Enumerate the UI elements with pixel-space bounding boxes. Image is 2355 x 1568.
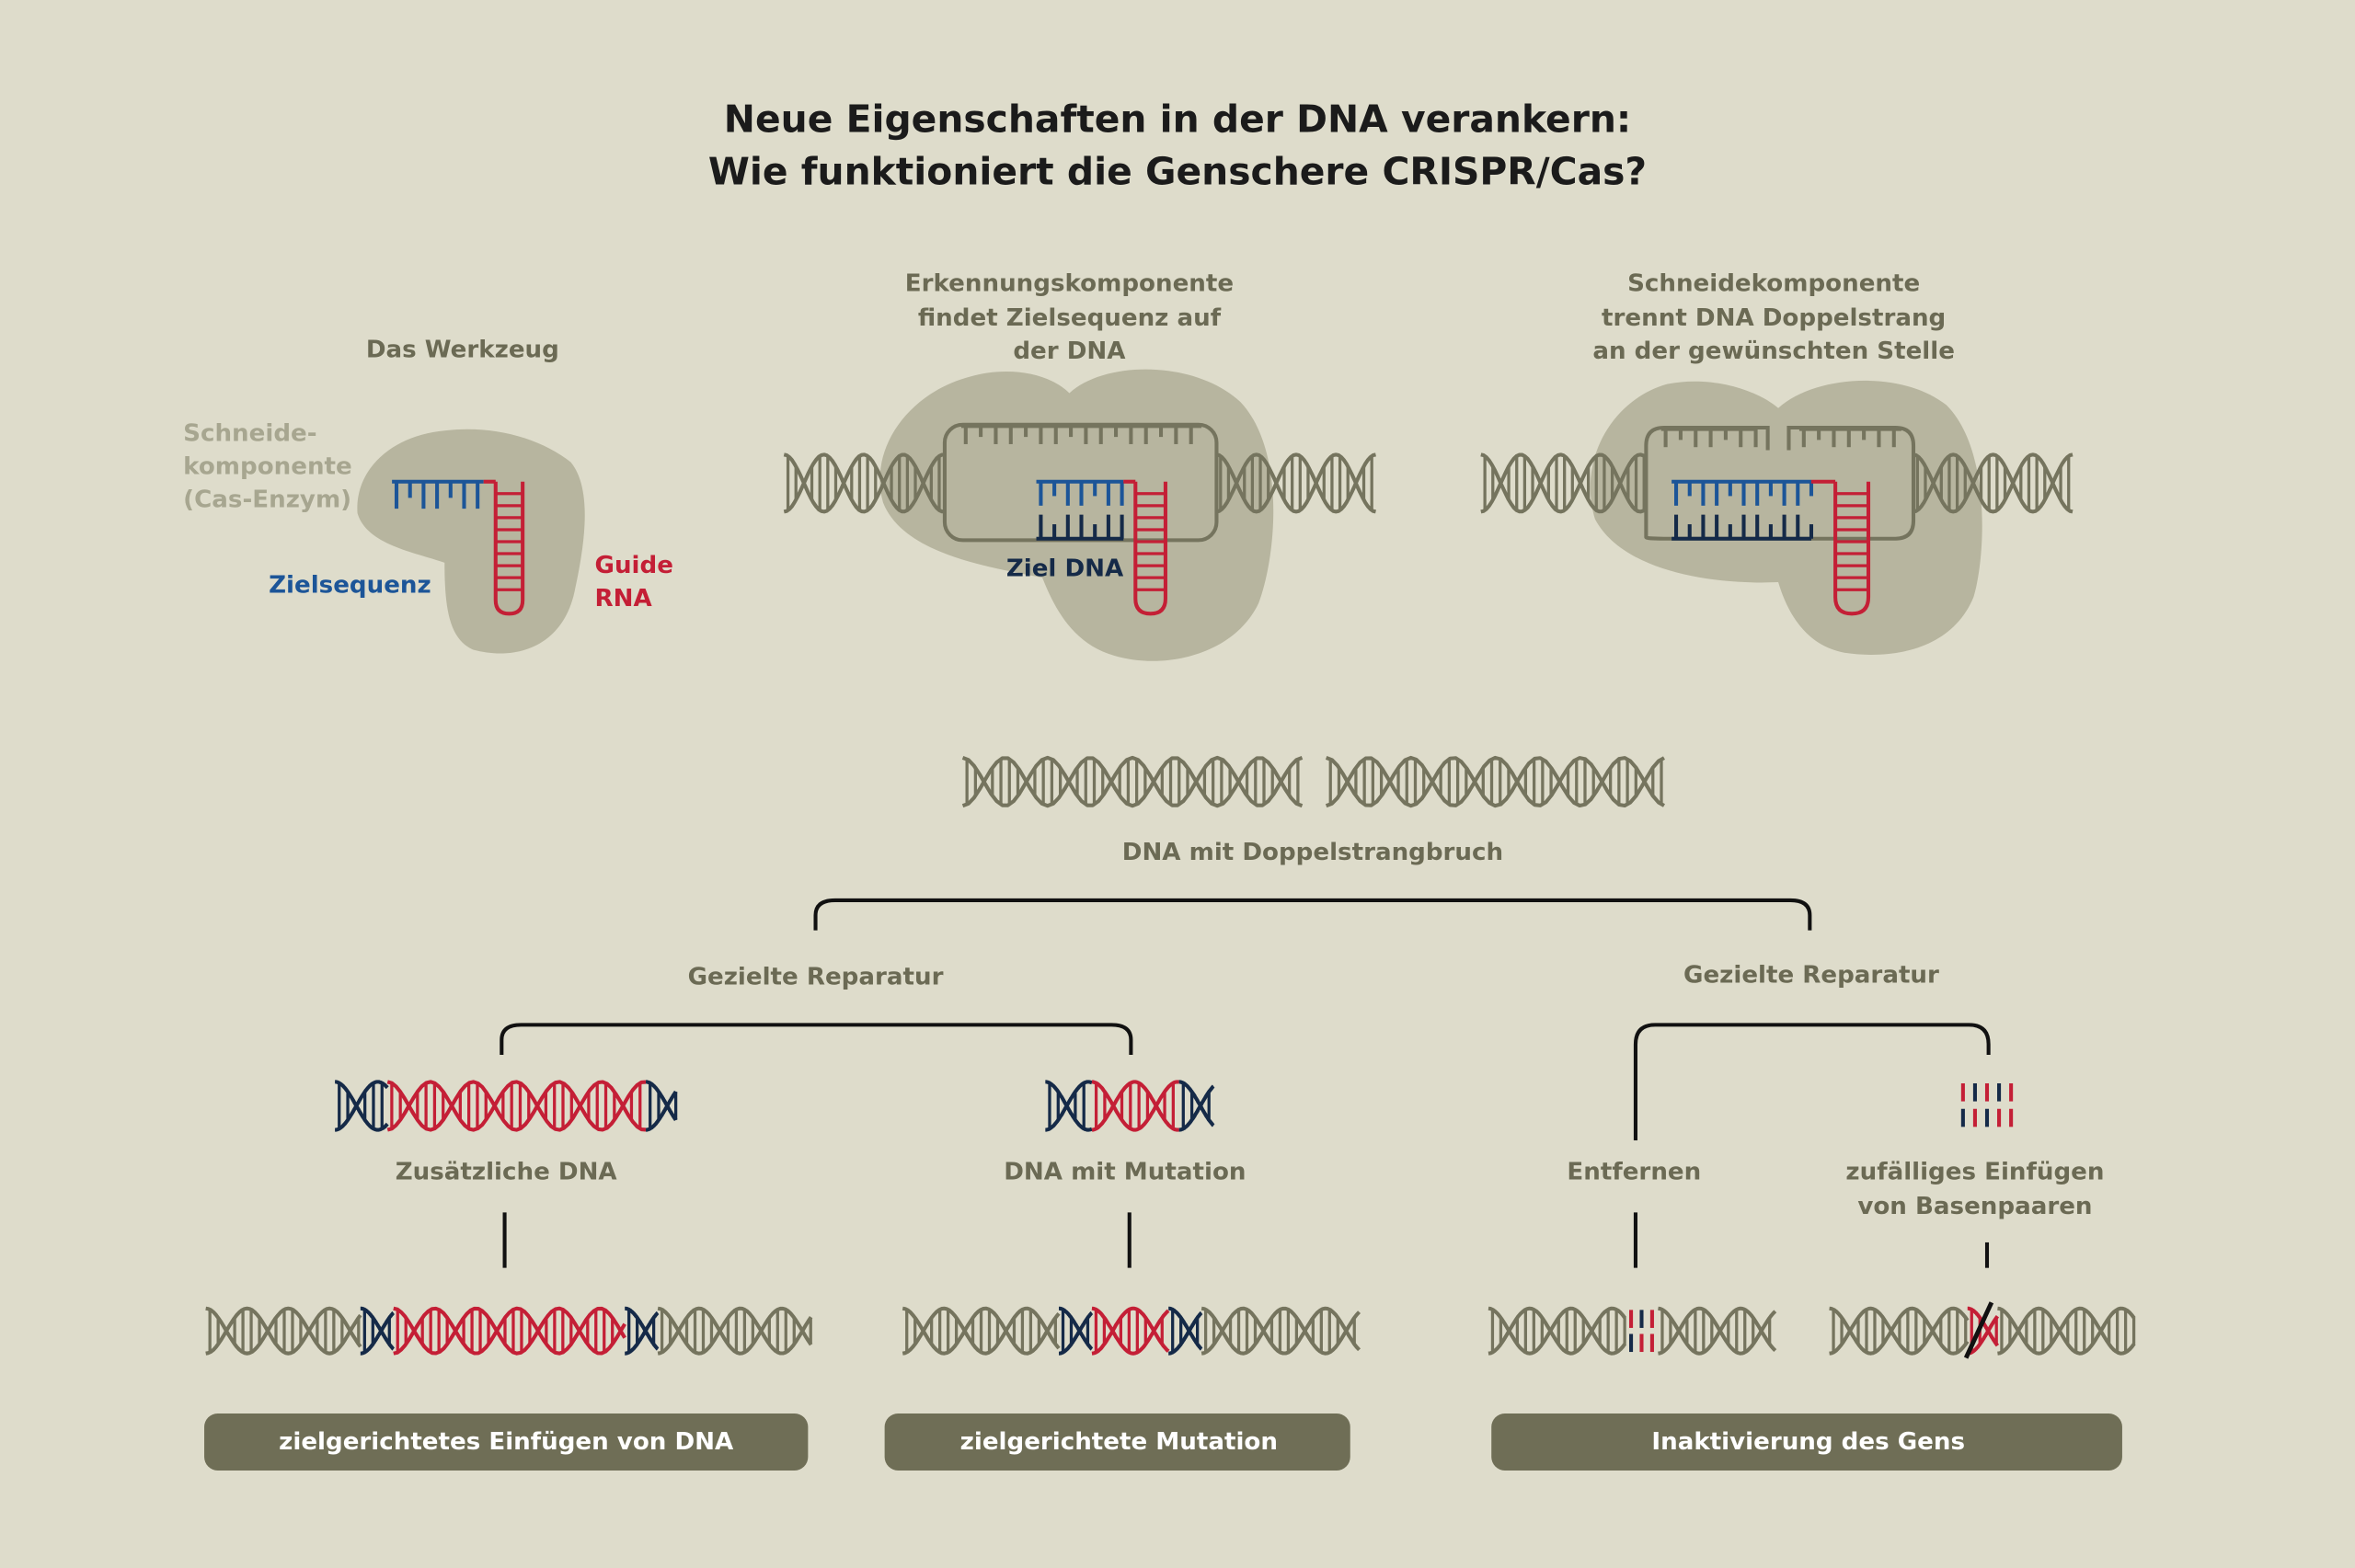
repair-left-heading: Gezielte Reparatur <box>688 963 944 990</box>
strike-through-mark <box>1963 1301 1994 1359</box>
bracket-left <box>500 1023 1133 1055</box>
title-line-1: Neue Eigenschaften in der DNA verankern: <box>724 97 1631 142</box>
dna-opened-window-cutting <box>1644 425 1916 541</box>
title-line-2: Wie funktioniert die Genschere CRISPR/Ca… <box>708 150 1647 194</box>
cutting-heading-line-3: an der gewünschten Stelle <box>1592 338 1955 365</box>
result-box-inactivation <box>1491 1413 2122 1471</box>
option-remove: Entfernen <box>1567 1158 1701 1185</box>
option-additional-dna: Zusätzliche DNA <box>396 1158 618 1185</box>
cas-enzyme-shape-recognition <box>879 369 1274 661</box>
cas-label-line-3: (Cas-Enzym) <box>183 486 351 513</box>
cas-label-line-1: Schneide- <box>183 420 316 448</box>
repair-right-heading: Gezielte Reparatur <box>1683 962 1939 990</box>
target-sequence-label: Zielsequenz <box>269 571 431 599</box>
target-dna-label: Ziel DNA <box>1006 555 1124 583</box>
tool-heading: Das Werkzeug <box>366 336 559 363</box>
recognition-heading-line-3: der DNA <box>1013 338 1126 365</box>
result-box-insertion <box>204 1413 809 1471</box>
dna-result-random-insertion <box>1829 1306 2136 1356</box>
result-inactivation-label: Inaktivierung des Gens <box>1651 1428 1965 1456</box>
guide-rna-tool <box>392 479 525 616</box>
dna-additional-insert <box>334 1080 678 1132</box>
random-base-pairs-icon <box>1960 1083 2014 1127</box>
dna-double-strand-break <box>961 755 1665 808</box>
guide-rna-label-line-1: Guide <box>595 552 673 579</box>
option-random-insert-line-1: zufälliges Einfügen <box>1845 1158 2104 1185</box>
dna-result-mutation <box>902 1306 1361 1356</box>
cas-enzyme-shape-cutting <box>1590 380 1982 655</box>
option-random-insert-line-2: von Basenpaaren <box>1857 1193 2092 1220</box>
guide-rna-cutting <box>1671 479 1871 616</box>
recognition-heading-line-1: Erkennungskomponente <box>905 270 1234 298</box>
cas-label-line-2: komponente <box>183 453 352 481</box>
cutting-heading-line-1: Schneidekomponente <box>1627 270 1920 298</box>
result-insertion-label: zielgerichtetes Einfügen von DNA <box>279 1428 734 1456</box>
guide-rna-label-line-2: RNA <box>595 585 653 612</box>
break-label: DNA mit Doppelstrangbruch <box>1122 839 1503 866</box>
guide-rna-recognition <box>1036 479 1167 616</box>
cas-enzyme-shape <box>357 429 585 654</box>
option-mutation-dna: DNA mit Mutation <box>1004 1158 1246 1185</box>
result-box-mutation <box>884 1413 1350 1471</box>
recognition-heading-line-2: findet Zielsequenz auf <box>918 304 1222 332</box>
dna-mutation-template <box>1044 1080 1215 1132</box>
bracket-right <box>1633 1023 1991 1140</box>
bracket-top <box>813 898 1812 931</box>
result-mutation-label: zielgerichtete Mutation <box>960 1428 1278 1456</box>
dna-strand-recognition <box>783 424 1376 514</box>
cutting-heading-line-2: trennt DNA Doppelstrang <box>1602 304 1946 332</box>
dna-result-removal <box>1488 1306 1777 1356</box>
dna-result-insertion <box>205 1306 813 1356</box>
